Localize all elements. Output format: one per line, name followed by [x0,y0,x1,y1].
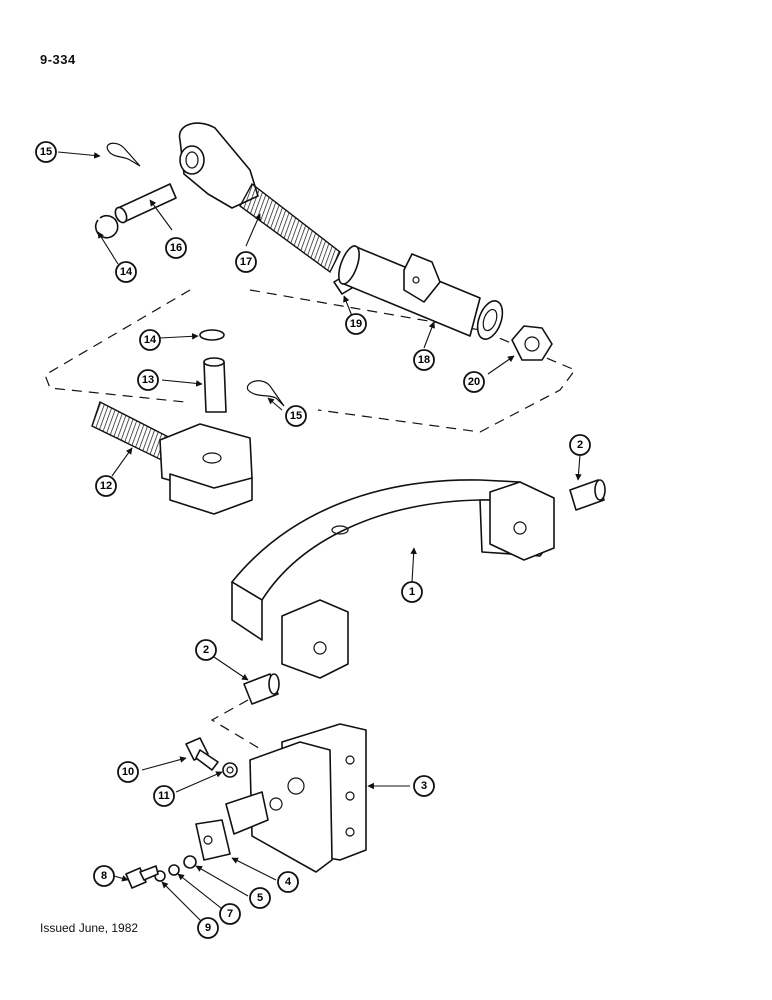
rod-end-17 [178,122,341,274]
callout-label: 20 [468,376,480,388]
pin-16 [114,183,177,224]
callout-circle [345,313,367,335]
callout-14: 14 [115,261,137,283]
callout-11: 11 [153,785,175,807]
callout-label: 8 [101,870,107,882]
callout-16: 16 [165,237,187,259]
callout-circle [197,917,219,939]
callout-10: 10 [117,761,139,783]
callout-2: 2 [195,639,217,661]
callout-label: 12 [100,480,112,492]
callout-18: 18 [413,349,435,371]
page-number: 9-334 [40,52,76,67]
callout-label: 9 [205,922,211,934]
callout-5: 5 [249,887,271,909]
callout-label: 2 [203,644,209,656]
callout-circle [165,237,187,259]
callout-3: 3 [413,775,435,797]
callout-circle [93,865,115,887]
callout-19: 19 [345,313,367,335]
callout-label: 18 [418,354,430,366]
callout-2: 2 [569,434,591,456]
callout-label: 4 [285,876,292,888]
callout-label: 15 [40,146,52,158]
bushing-right [569,479,606,511]
pin-13 [203,357,227,413]
callout-7: 7 [219,903,241,925]
callout-label: 13 [142,374,154,386]
cotter-pin-top [106,142,141,167]
callout-1: 1 [401,581,423,603]
cotter-pin-middle [246,380,285,407]
callout-14: 14 [139,329,161,351]
bushing-connector-dash [210,699,263,751]
hex-nut-20 [511,325,553,361]
callout-circle [235,251,257,273]
callout-circle [195,639,217,661]
callout-15: 15 [285,405,307,427]
callout-label: 15 [290,410,302,422]
callout-circle [413,349,435,371]
callout-13: 13 [137,369,159,391]
snap-ring-middle [199,329,225,341]
callout-circle [401,581,423,603]
arc-arm-1 [231,479,555,679]
callout-circle [137,369,159,391]
callout-circle [569,434,591,456]
callout-circle [35,141,57,163]
callout-8: 8 [93,865,115,887]
callout-4: 4 [277,871,299,893]
callout-circle [139,329,161,351]
issue-date: Issued June, 1982 [40,921,139,935]
callout-12: 12 [95,475,117,497]
callout-label: 1 [409,586,415,598]
callout-label: 10 [122,766,134,778]
callout-label: 11 [158,790,170,802]
callout-circle [153,785,175,807]
callout-label: 19 [350,318,362,330]
callout-9: 9 [197,917,219,939]
callout-circle [285,405,307,427]
callout-label: 2 [577,439,583,451]
clevis-12 [91,401,253,515]
callout-circle [117,761,139,783]
callout-label: 14 [144,334,157,346]
callout-15: 15 [35,141,57,163]
callout-label: 14 [120,266,133,278]
bracket-plate-3 [249,723,367,873]
callout-circle [463,371,485,393]
pin-plate-4 [195,791,269,861]
turnbuckle-tube-18 [338,245,504,340]
callout-label: 3 [421,780,427,792]
bolt-10 [185,737,219,771]
callout-circle [249,887,271,909]
callout-circle [95,475,117,497]
spacer-5 [183,855,197,869]
callout-label: 16 [170,242,182,254]
lock-washer-11 [222,762,238,778]
bolt-8 [125,865,159,889]
callout-20: 20 [463,371,485,393]
callout-circle [219,903,241,925]
callout-circle [115,261,137,283]
nut-7 [168,864,180,876]
callout-circle [413,775,435,797]
callout-label: 7 [227,908,233,920]
callout-17: 17 [235,251,257,273]
bushing-left [243,673,280,705]
callout-circle [277,871,299,893]
callout-label: 5 [257,892,263,904]
callout-label: 17 [240,256,252,268]
